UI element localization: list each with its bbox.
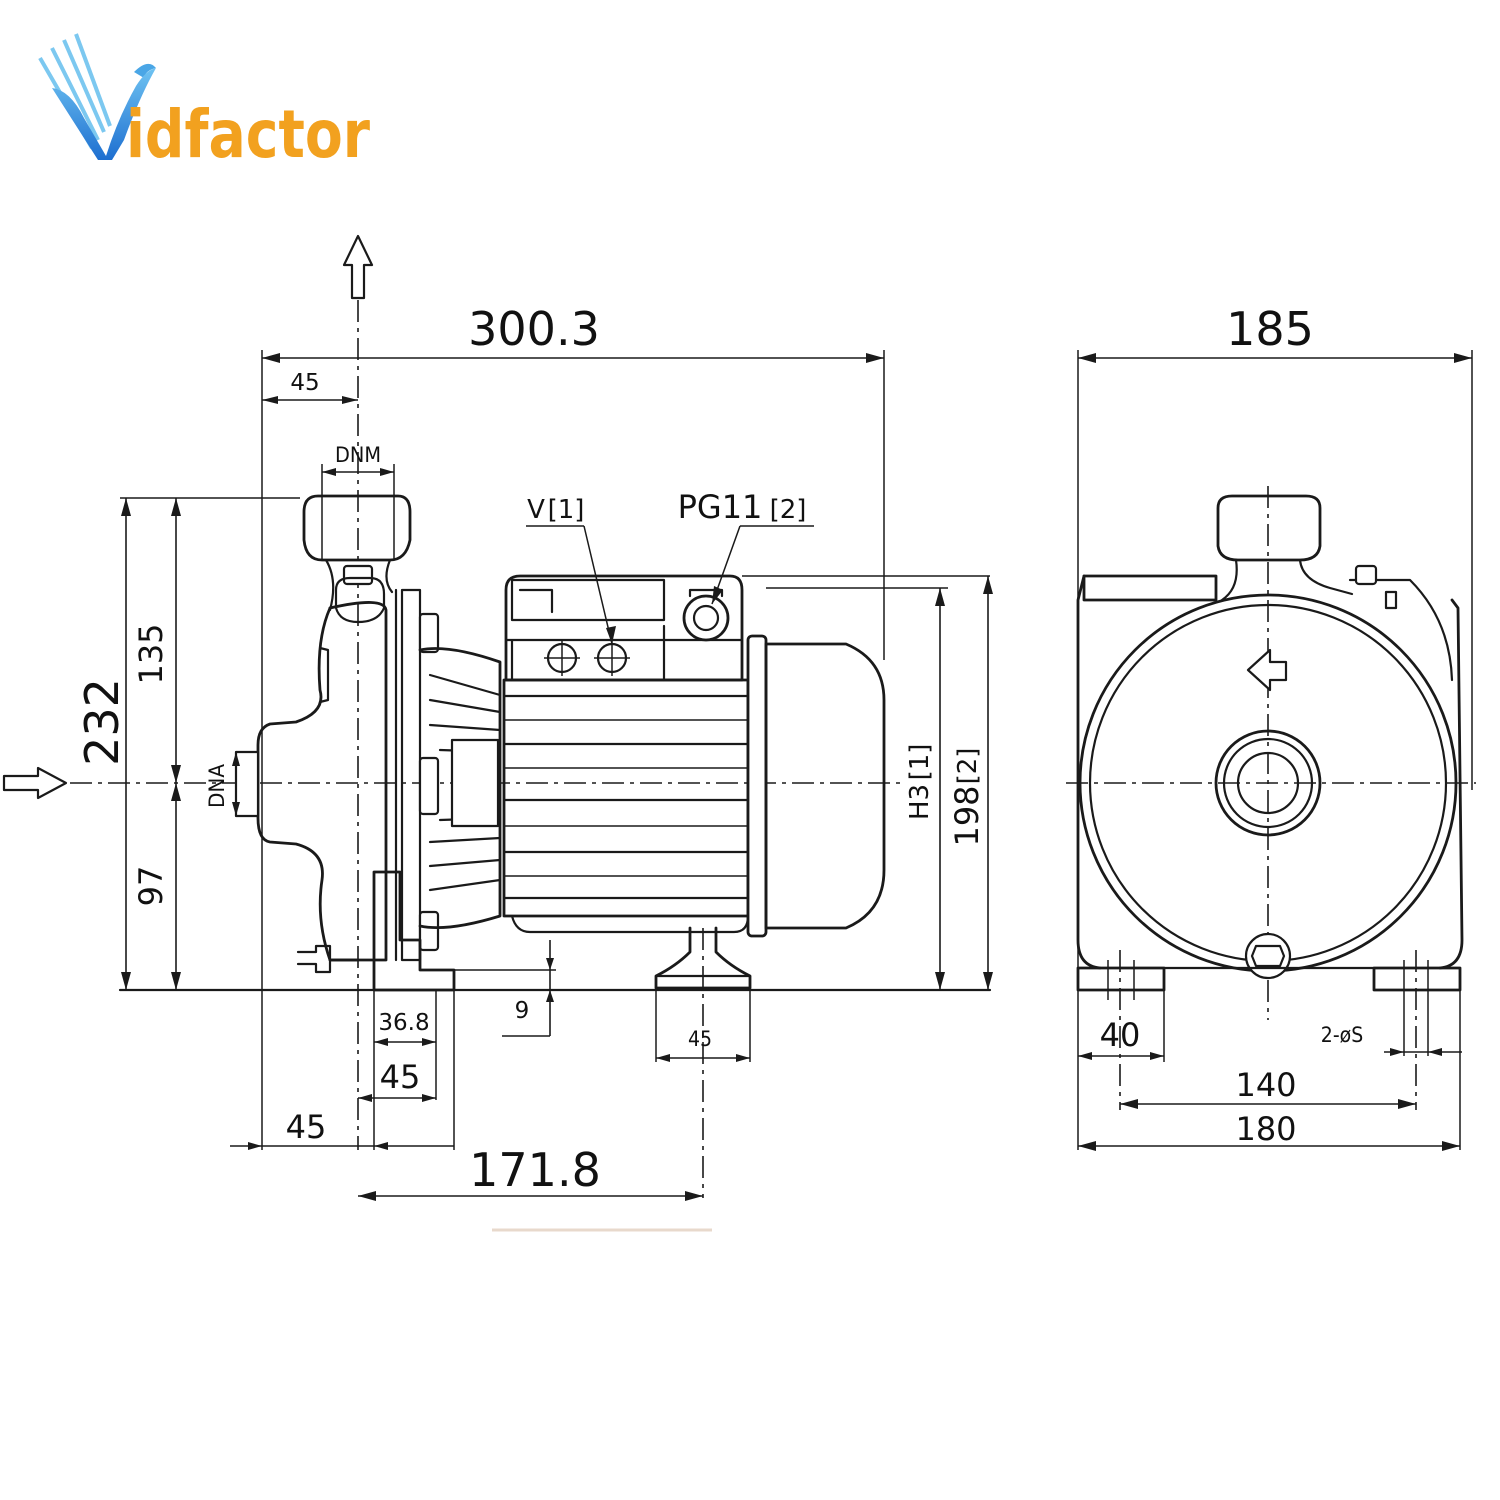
front-right-foot (1372, 966, 1462, 992)
outlet-neck (324, 558, 394, 612)
dim-overall-length: 300.3 (468, 302, 600, 356)
front-left-foot (1076, 966, 1166, 992)
motor-height-value-note: [2] (953, 748, 983, 785)
dim-foot-thickness: 9 (515, 998, 530, 1024)
dim-outlet-offset: 45 (290, 370, 319, 396)
inlet-flange (234, 750, 260, 818)
front-terminal-box (1082, 574, 1218, 602)
cable-gland-label: PG11 (678, 488, 763, 526)
hole-diameter-label: 2-øS (1321, 1023, 1363, 1047)
terminal-box (504, 574, 744, 682)
motor-fins (502, 694, 750, 900)
cable-gland-inner (692, 604, 720, 632)
dim-total-height: 232 (75, 678, 129, 766)
motor-height-note: [1] (905, 744, 935, 781)
inlet-port-outer (1214, 729, 1322, 837)
rotation-arrow-icon (1246, 648, 1288, 692)
bolt-icon (418, 756, 440, 816)
dim-foot-spacing: 171.8 (469, 1143, 601, 1197)
front-casing-shoulders (1076, 574, 1464, 970)
dim-arrow (546, 958, 554, 1002)
dim-foot-width-a: 36.8 (378, 1010, 429, 1036)
inlet-port-inner (1236, 751, 1300, 815)
dim-arrow (1390, 1048, 1442, 1056)
front-outlet-neck (1220, 558, 1354, 602)
dim-foot-width: 40 (1100, 1016, 1141, 1054)
vidfactor-logo: idfactor (38, 33, 370, 173)
bolt-icon (418, 612, 440, 654)
leader-line (583, 525, 613, 645)
shaft-seal (450, 738, 500, 828)
drain-hex (1250, 944, 1286, 968)
motor-height-value: 198 (948, 785, 986, 846)
leader-arrow (606, 626, 616, 644)
outlet-plug (342, 564, 374, 586)
dim-inlet-to-foot: 45 (286, 1108, 327, 1146)
front-side-bolt (1384, 590, 1398, 610)
dim-arrow (374, 1038, 436, 1046)
side-view: 300.3 45 DNM 232 135 97 DNA V [1] PG (2, 234, 993, 1232)
cable-gland-note: [2] (770, 495, 807, 525)
motor-lower-skirt (510, 914, 750, 934)
dim-foot-width-b: 45 (380, 1058, 421, 1096)
dim-arrow (232, 752, 240, 816)
inlet-diameter-label: DNA (205, 764, 229, 808)
cable-gland-nut (688, 588, 724, 598)
bolt-icon (418, 910, 440, 952)
logo-wordmark: idfactor (126, 96, 370, 173)
outlet-flow-arrow-icon (342, 234, 374, 300)
pump-casing (256, 606, 360, 962)
casing-rib (318, 646, 330, 704)
dim-hole-spacing: 140 (1235, 1066, 1296, 1104)
dim-base-width: 180 (1235, 1110, 1296, 1148)
dim-upper-height: 135 (132, 623, 170, 684)
inlet-flow-arrow-icon (2, 766, 68, 800)
motor-bracket (418, 647, 502, 930)
cable-gland-icon (682, 594, 730, 642)
dim-overall-width: 185 (1226, 302, 1314, 356)
front-view: 185 40 2-øS 140 180 (1066, 302, 1476, 1151)
motor-end-ring (746, 634, 768, 938)
front-right-housing (1348, 578, 1454, 682)
flange-bolts (418, 612, 440, 952)
outlet-diameter-label: DNM (335, 443, 381, 467)
dim-rear-foot-width: 45 (688, 1027, 712, 1051)
front-drain-plug (1354, 564, 1378, 586)
casing-cover (328, 601, 388, 962)
terminal-box-lid (510, 578, 666, 622)
logo-v-mark (52, 68, 156, 160)
fan-cover (764, 642, 886, 930)
leader-arrow (712, 586, 723, 604)
dim-lower-height: 97 (132, 866, 170, 907)
inlet-port-mid (1222, 737, 1314, 829)
terminal-label: V (527, 495, 545, 525)
casing-drain (296, 944, 332, 974)
outlet-boss (334, 576, 386, 624)
motor-body (502, 678, 750, 918)
motor-height-label: H3 (905, 784, 935, 820)
outlet-nozzle (302, 494, 412, 562)
cover-plate (400, 588, 422, 962)
terminal-note: [1] (548, 495, 585, 525)
front-outlet-nozzle (1216, 494, 1322, 562)
